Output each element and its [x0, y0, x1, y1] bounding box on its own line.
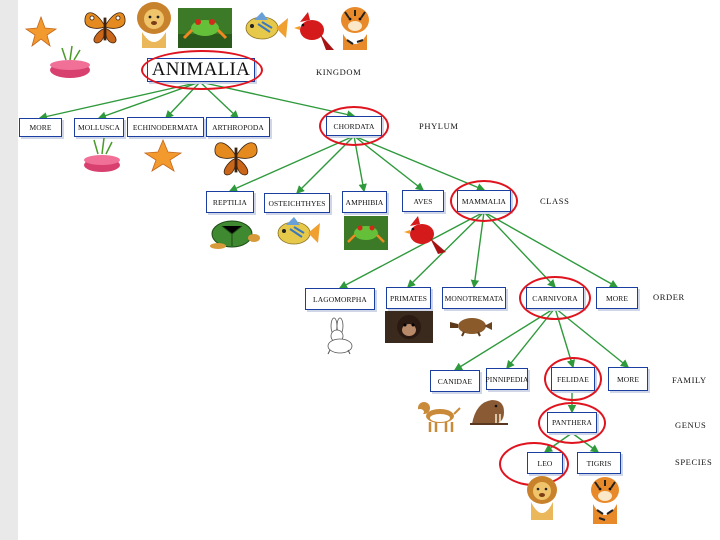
taxon-primates[interactable]: PRIMATES	[386, 287, 431, 309]
highlight-animalia	[141, 50, 263, 90]
taxon-arthropoda[interactable]: ARTHROPODA	[206, 117, 270, 137]
edge-chordata-reptilia	[228, 135, 355, 193]
taxon-phylum-more[interactable]: MORE	[19, 118, 62, 137]
edge-mammalia-primates	[407, 211, 485, 288]
taxon-osteichthyes[interactable]: OSTEICHTHYES	[264, 193, 330, 213]
rabbit-icon	[327, 317, 353, 355]
highlight-chordata	[319, 106, 389, 146]
rank-genus: GENUS	[675, 420, 707, 430]
rank-order: ORDER	[653, 292, 685, 302]
frog-icon	[178, 8, 232, 48]
taxon-lagomorpha[interactable]: LAGOMORPHA	[305, 288, 375, 310]
taxon-monotremata[interactable]: MONOTREMATA	[442, 287, 506, 309]
highlight-mammalia	[450, 180, 518, 222]
taxon-order-more[interactable]: MORE	[596, 287, 638, 309]
fish-icon	[277, 217, 320, 245]
edge-chordata-mammalia	[353, 135, 486, 192]
highlight-carnivora	[519, 276, 591, 320]
butterfly-icon	[84, 12, 126, 44]
edge-chordata-aves	[353, 135, 425, 191]
rank-class: CLASS	[540, 196, 570, 206]
starfish-icon	[143, 138, 183, 172]
sea-anemone-icon	[50, 45, 90, 78]
edge-mammalia-lagomorpha	[338, 211, 485, 289]
lion-icon	[527, 476, 557, 520]
rank-family: FAMILY	[672, 375, 707, 385]
tiger-icon	[341, 7, 369, 50]
taxon-mollusca[interactable]: MOLLUSCA	[74, 118, 124, 137]
walrus-icon	[470, 400, 508, 425]
sea-anemone-icon	[84, 137, 120, 172]
edge-mammalia-more	[483, 211, 619, 288]
edge-mammalia-carnivora	[483, 211, 556, 289]
highlight-felidae	[544, 357, 602, 401]
rank-species: SPECIES	[675, 457, 713, 467]
taxon-echinodermata[interactable]: ECHINODERMATA	[127, 117, 204, 137]
slide-left-margin	[0, 0, 18, 540]
lion-icon	[137, 2, 171, 48]
edge-animalia-more	[38, 81, 201, 121]
taxon-canidae[interactable]: CANIDAE	[430, 370, 480, 392]
rank-kingdom: KINGDOM	[316, 67, 362, 77]
cardinal-icon	[404, 216, 446, 254]
highlight-panthera	[538, 402, 606, 444]
fish-icon	[245, 12, 288, 40]
tiger-icon	[591, 477, 619, 524]
dog-icon	[416, 402, 461, 432]
taxon-amphibia[interactable]: AMPHIBIA	[342, 191, 387, 213]
rank-phylum: PHYLUM	[419, 121, 459, 131]
taxon-pinnipedia[interactable]: PINNIPEDIA	[485, 368, 528, 390]
platypus-icon	[450, 318, 492, 337]
taxon-tigris[interactable]: TIGRIS	[577, 452, 621, 474]
cardinal-icon	[294, 12, 334, 50]
chimpanzee-icon	[385, 311, 433, 343]
edge-mammalia-monotremata	[470, 211, 485, 289]
taxon-family-more[interactable]: MORE	[608, 367, 648, 391]
frog-icon	[344, 216, 388, 250]
turtle-icon	[210, 220, 260, 249]
taxon-aves[interactable]: AVES	[402, 190, 444, 212]
butterfly-icon	[214, 142, 258, 176]
edge-carnivora-canidae	[453, 307, 556, 371]
starfish-icon	[24, 15, 58, 48]
taxon-reptilia[interactable]: REPTILIA	[206, 191, 254, 213]
edge-chordata-osteichthyes	[296, 135, 355, 194]
